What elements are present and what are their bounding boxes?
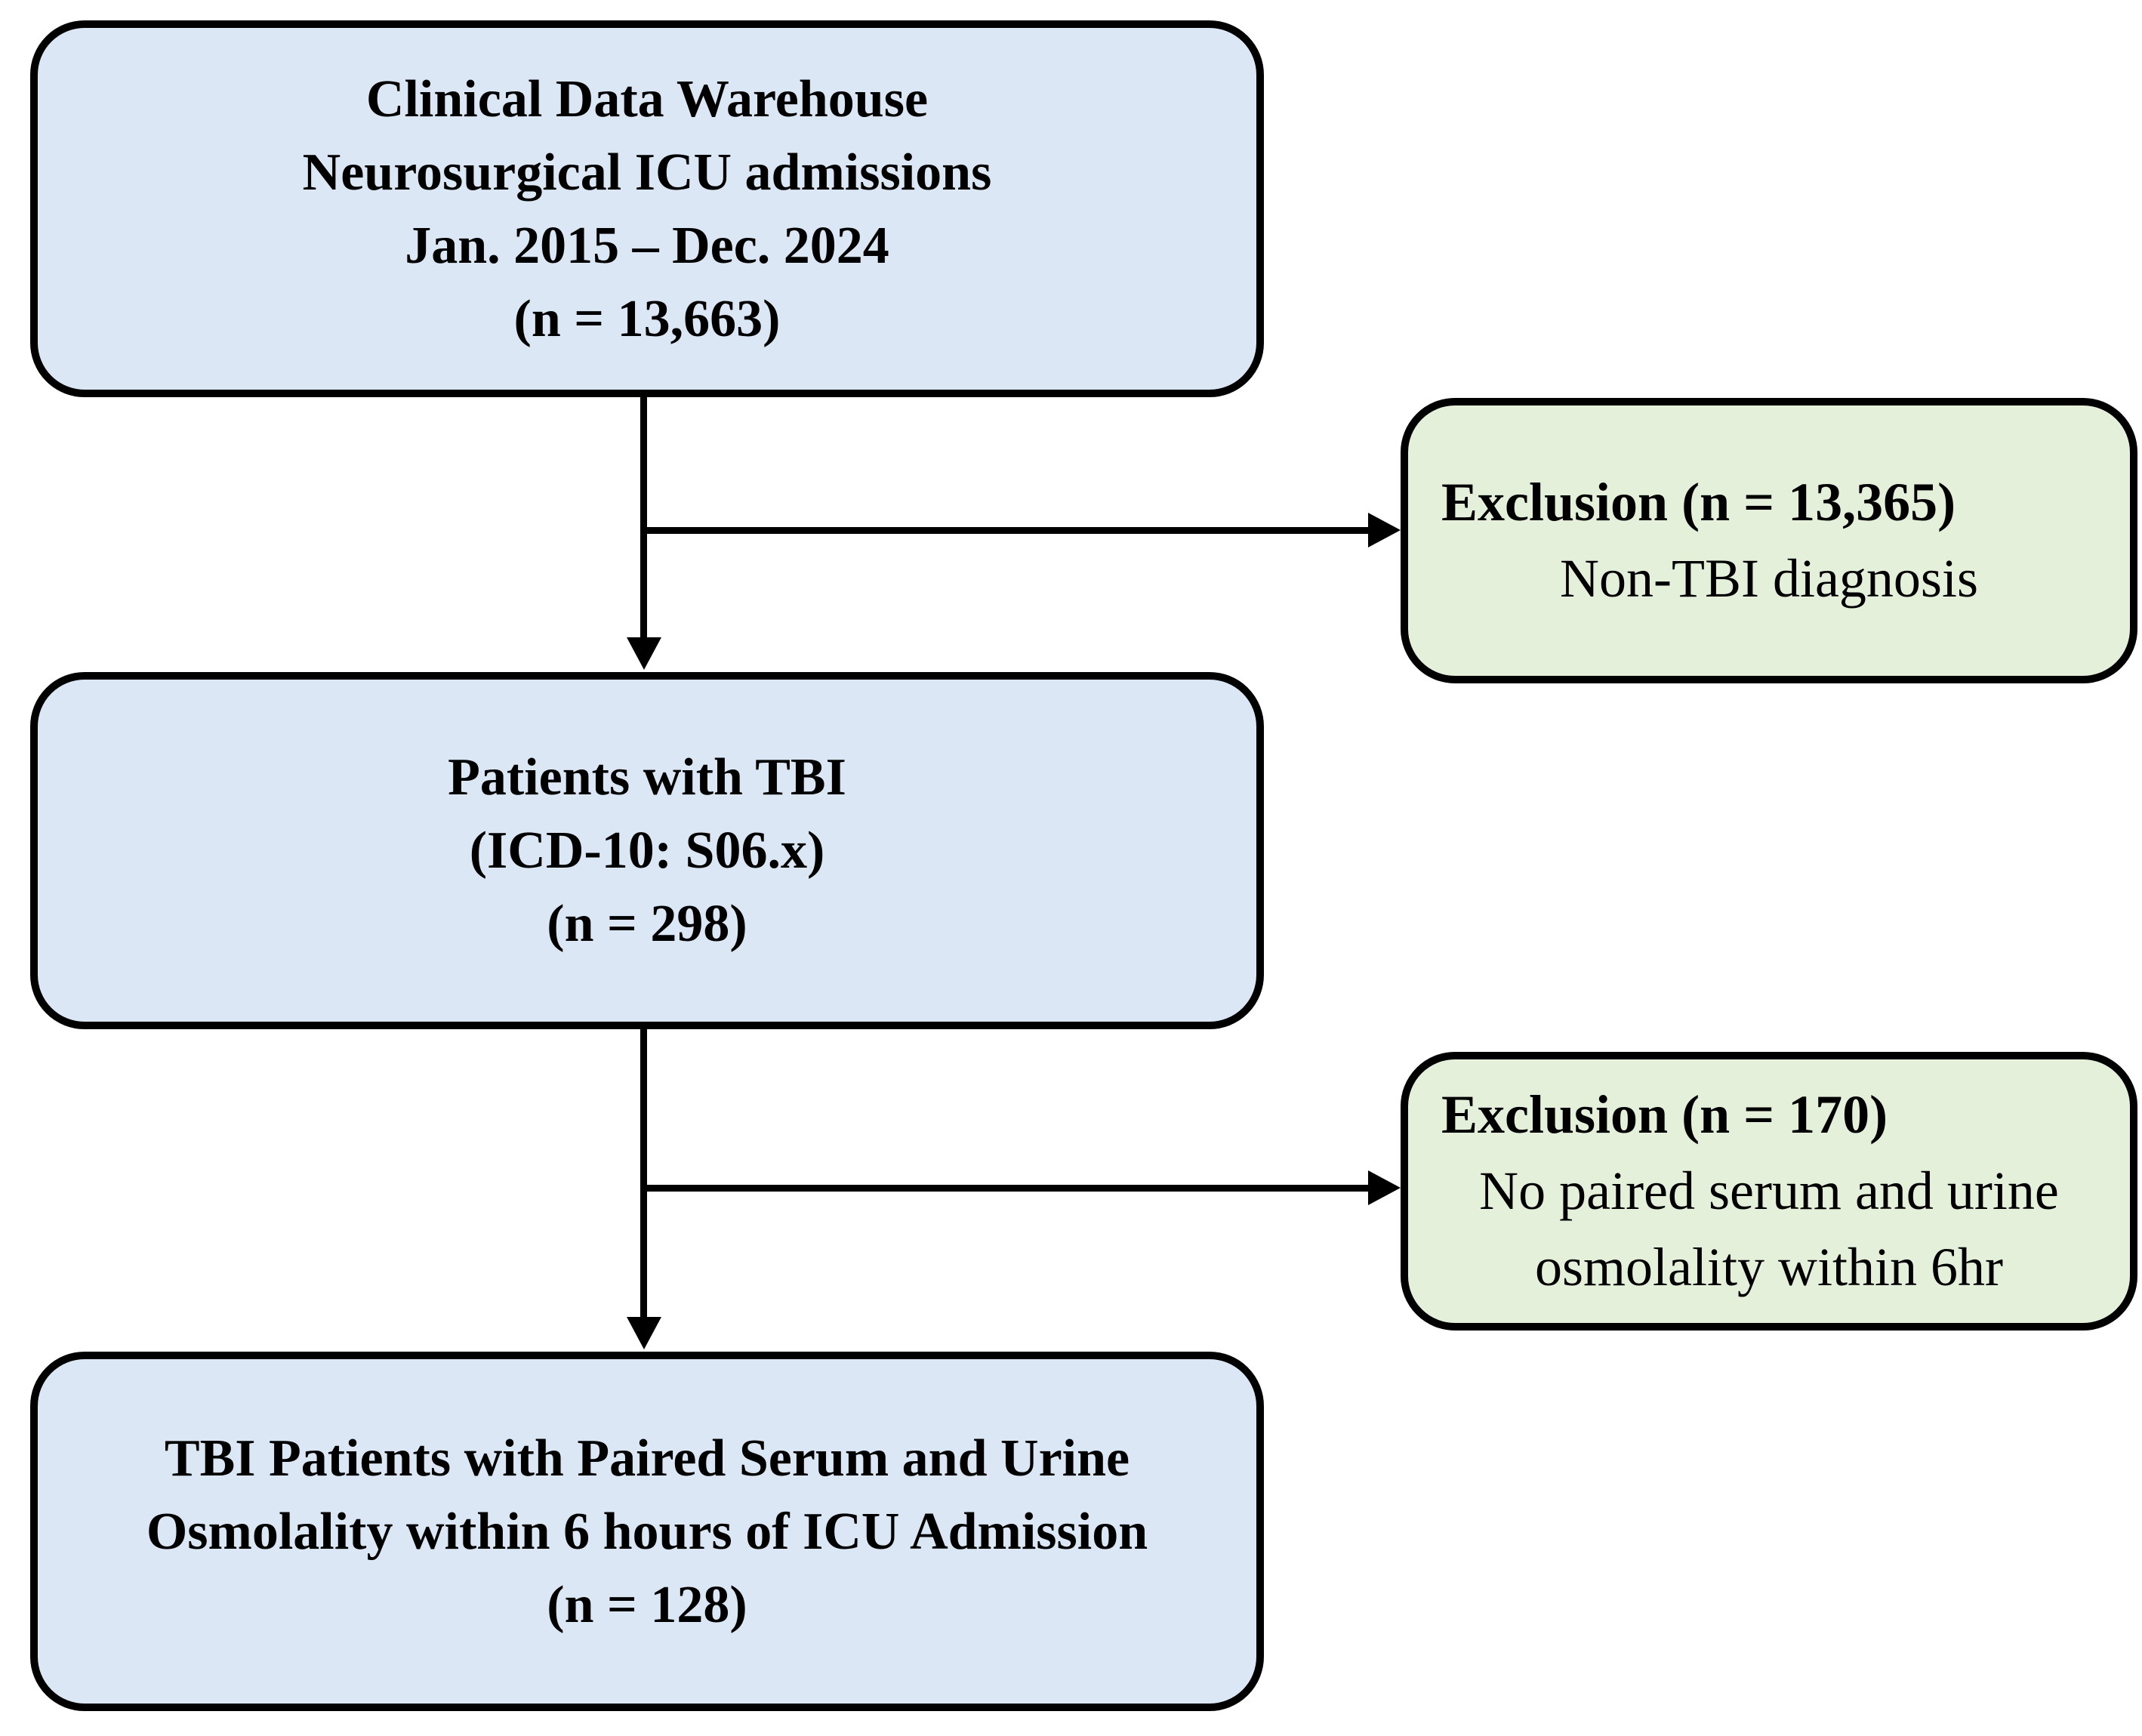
- final-count: (n = 128): [547, 1575, 747, 1634]
- arrow-to-exclusion-1-line: [640, 527, 1370, 534]
- arrow-tbi-to-final-head: [627, 1317, 661, 1349]
- source-line-1: Clinical Data Warehouse: [365, 69, 929, 128]
- node-exclusion-1: Exclusion (n = 13,365) Non-TBI diagnosis: [1401, 398, 2137, 683]
- arrow-source-to-tbi-line: [640, 397, 647, 640]
- exclusion1-title: Exclusion (n = 13,365): [1441, 472, 1956, 532]
- node-source-population: Clinical Data Warehouse Neurosurgical IC…: [30, 20, 1264, 397]
- exclusion2-detail-1: No paired serum and urine: [1479, 1161, 2059, 1221]
- arrow-to-exclusion-2-line: [640, 1185, 1370, 1192]
- final-line-2: Osmolality within 6 hours of ICU Admissi…: [146, 1502, 1148, 1561]
- final-line-1: TBI Patients with Paired Serum and Urine: [164, 1429, 1130, 1488]
- exclusion2-title: Exclusion (n = 170): [1441, 1084, 1888, 1145]
- arrow-to-exclusion-2-head: [1368, 1170, 1401, 1205]
- source-line-3: Jan. 2015 – Dec. 2024: [405, 216, 889, 275]
- arrow-tbi-to-final-line: [640, 1029, 647, 1320]
- node-exclusion-2: Exclusion (n = 170) No paired serum and …: [1401, 1052, 2137, 1331]
- source-line-2: Neurosurgical ICU admissions: [302, 143, 992, 202]
- exclusion1-detail-1: Non-TBI diagnosis: [1560, 548, 1978, 609]
- source-count: (n = 13,663): [513, 289, 781, 348]
- exclusion2-detail-2: osmolality within 6hr: [1535, 1237, 2003, 1297]
- node-tbi-patients: Patients with TBI (ICD-10: S06.x) (n = 2…: [30, 672, 1264, 1029]
- arrow-source-to-tbi-head: [627, 637, 661, 670]
- node-final-cohort: TBI Patients with Paired Serum and Urine…: [30, 1352, 1264, 1711]
- tbi-line-1: Patients with TBI: [448, 748, 846, 806]
- tbi-line-2: (ICD-10: S06.x): [469, 822, 825, 880]
- arrow-to-exclusion-1-head: [1368, 513, 1401, 547]
- tbi-count: (n = 298): [547, 895, 747, 953]
